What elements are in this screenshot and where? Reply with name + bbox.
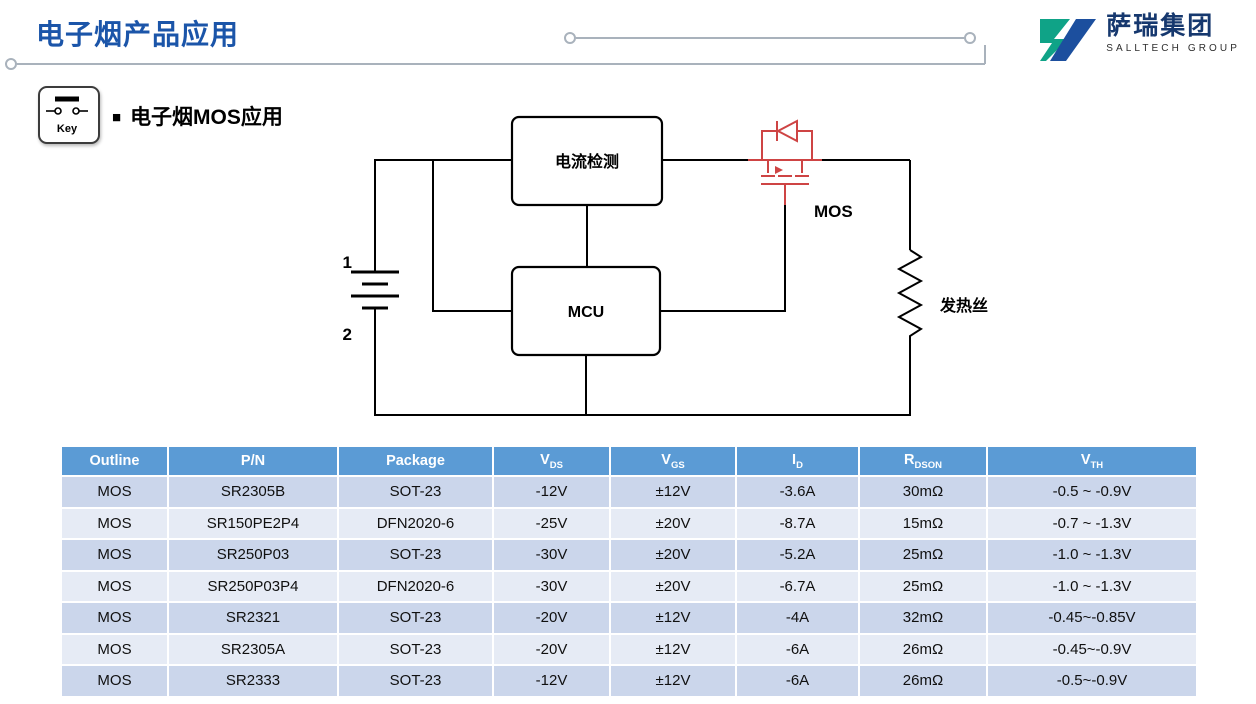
table-cell: 30mΩ bbox=[858, 475, 988, 509]
table-cell: -0.7 ~ -1.3V bbox=[986, 506, 1198, 540]
col-header-id: ID bbox=[735, 445, 860, 477]
header-divider-lines bbox=[5, 32, 986, 70]
salltech-logo-icon bbox=[1040, 19, 1097, 61]
table-cell: -0.45~-0.85V bbox=[986, 601, 1198, 635]
current-sense-label: 电流检测 bbox=[555, 152, 619, 171]
table-cell: MOS bbox=[60, 506, 169, 540]
table-cell: -8.7A bbox=[735, 506, 860, 540]
table-cell: -4A bbox=[735, 601, 860, 635]
table-cell: MOS bbox=[60, 601, 169, 635]
table-cell: -25V bbox=[492, 506, 611, 540]
table-cell: -12V bbox=[492, 664, 611, 698]
table-cell: ±12V bbox=[609, 601, 737, 635]
table-cell: -30V bbox=[492, 538, 611, 572]
table-cell: SR2305B bbox=[167, 475, 339, 509]
section-heading: ■ 电子烟MOS应用 bbox=[112, 101, 283, 131]
table-cell: SR250P03 bbox=[167, 538, 339, 572]
table-cell: MOS bbox=[60, 632, 169, 666]
table-cell: -1.0 ~ -1.3V bbox=[986, 538, 1198, 572]
table-cell: SOT-23 bbox=[337, 538, 494, 572]
key-icon: Key bbox=[46, 96, 88, 135]
col-header-vth: VTH bbox=[986, 445, 1198, 477]
battery-symbol bbox=[351, 270, 399, 310]
battery-terminal-2-label: 2 bbox=[343, 325, 352, 344]
mcu-block: MCU bbox=[510, 265, 662, 357]
mcu-label: MCU bbox=[568, 304, 604, 321]
heater-label: 发热丝 bbox=[939, 296, 988, 315]
table-cell: -0.5~-0.9V bbox=[986, 664, 1198, 698]
col-header-outline: Outline bbox=[60, 445, 169, 477]
table-cell: ±20V bbox=[609, 538, 737, 572]
table-cell: SR250P03P4 bbox=[167, 569, 339, 603]
mos-label: MOS bbox=[814, 202, 853, 221]
table-cell: MOS bbox=[60, 538, 169, 572]
table-cell: DFN2020-6 bbox=[337, 506, 494, 540]
col-header-package: Package bbox=[337, 445, 494, 477]
table-cell: ±20V bbox=[609, 569, 737, 603]
table-cell: 25mΩ bbox=[858, 538, 988, 572]
table-cell: MOS bbox=[60, 664, 169, 698]
table-cell: -20V bbox=[492, 632, 611, 666]
page-title: 电子烟产品应用 bbox=[36, 19, 240, 50]
table-cell: -3.6A bbox=[735, 475, 860, 509]
table-cell: SR2305A bbox=[167, 632, 339, 666]
col-header-p-n: P/N bbox=[167, 445, 339, 477]
table-cell: ±12V bbox=[609, 632, 737, 666]
table-cell: ±12V bbox=[609, 664, 737, 698]
square-bullet-icon: ■ bbox=[112, 108, 122, 126]
table-cell: SOT-23 bbox=[337, 664, 494, 698]
logo-company-name: 萨瑞集团 bbox=[1106, 12, 1215, 40]
table-cell: -0.45~-0.9V bbox=[986, 632, 1198, 666]
table-cell: 15mΩ bbox=[858, 506, 988, 540]
col-header-vds: VDS bbox=[492, 445, 611, 477]
logo-company-subtitle: SALLTECH GROUP bbox=[1106, 43, 1240, 55]
table-cell: 32mΩ bbox=[858, 601, 988, 635]
table-cell: 25mΩ bbox=[858, 569, 988, 603]
key-button-icon-box: Key bbox=[38, 86, 100, 144]
battery-terminal-1-label: 1 bbox=[343, 253, 352, 272]
table-cell: ±12V bbox=[609, 475, 737, 509]
section-heading-text: 电子烟MOS应用 bbox=[130, 106, 283, 129]
table-cell: SR2333 bbox=[167, 664, 339, 698]
col-header-vgs: VGS bbox=[609, 445, 737, 477]
table-cell: 26mΩ bbox=[858, 632, 988, 666]
circuit-wires bbox=[374, 159, 924, 416]
table-cell: -6A bbox=[735, 664, 860, 698]
table-cell: SOT-23 bbox=[337, 632, 494, 666]
logo-text-block: 萨瑞集团 SALLTECH GROUP bbox=[1106, 12, 1240, 55]
table-cell: -6A bbox=[735, 632, 860, 666]
table-cell: -6.7A bbox=[735, 569, 860, 603]
table-cell: ±20V bbox=[609, 506, 737, 540]
table-cell: -30V bbox=[492, 569, 611, 603]
table-cell: -0.5 ~ -0.9V bbox=[986, 475, 1198, 509]
table-cell: -12V bbox=[492, 475, 611, 509]
table-cell: SR2321 bbox=[167, 601, 339, 635]
company-logo: 萨瑞集团 SALLTECH GROUP bbox=[1036, 13, 1240, 63]
table-cell: -1.0 ~ -1.3V bbox=[986, 569, 1198, 603]
mosfet-icon bbox=[748, 119, 822, 205]
key-icon-label: Key bbox=[57, 123, 78, 135]
table-cell: -20V bbox=[492, 601, 611, 635]
table-cell: SOT-23 bbox=[337, 475, 494, 509]
table-cell: SR150PE2P4 bbox=[167, 506, 339, 540]
table-cell: MOS bbox=[60, 569, 169, 603]
table-cell: SOT-23 bbox=[337, 601, 494, 635]
col-header-rdson: RDSON bbox=[858, 445, 988, 477]
table-cell: DFN2020-6 bbox=[337, 569, 494, 603]
table-cell: MOS bbox=[60, 475, 169, 509]
table-cell: 26mΩ bbox=[858, 664, 988, 698]
current-sense-block: 电流检测 bbox=[510, 115, 664, 207]
table-cell: -5.2A bbox=[735, 538, 860, 572]
